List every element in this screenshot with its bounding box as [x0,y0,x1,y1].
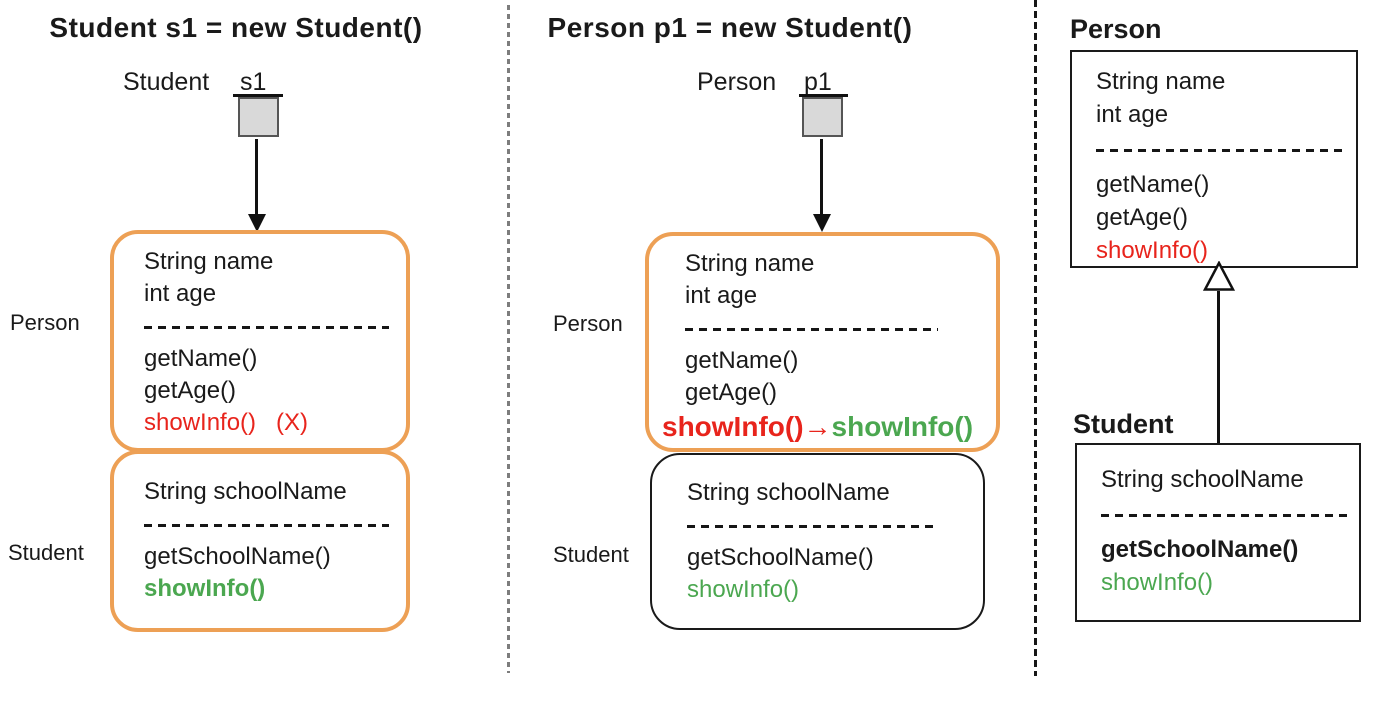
middle-reference-arrow-head-icon [813,214,831,232]
override-method: showInfo() [687,576,800,603]
left-ref-class-label: Student [123,68,210,96]
middle-student-class-box: String schoolName getSchoolName() showIn… [650,453,985,630]
middle-person-class-box: String name int age getName() getAge() s… [645,232,1000,452]
left-object-reference-square [238,97,279,137]
left-person-side-label: Person [10,310,80,335]
panel-separator-dashed [507,5,510,673]
left-ref-var-label: s1 [240,68,267,96]
middle-person-side-label: Person [553,311,623,336]
method: getName() [685,347,799,374]
method: getSchoolName() [687,544,874,571]
field: int age [144,280,217,307]
dispatch-arrow-icon: → [803,411,832,442]
method: getName() [144,345,258,372]
field: String name [685,250,815,277]
uml-student-heading: Student [1073,409,1174,439]
field: String schoolName [144,478,347,505]
member-divider-dashed [685,328,938,331]
field: String schoolName [1101,466,1304,493]
middle-ref-class-label: Person [697,68,777,96]
field: String schoolName [687,479,890,506]
uml-student-class-box: String schoolName getSchoolName() showIn… [1075,443,1361,622]
override-method: showInfo() [831,411,974,442]
left-reference-arrow-line [255,139,258,216]
method: getAge() [685,379,778,406]
member-divider-dashed [144,524,389,527]
overridden-method: showInfo() [1096,237,1209,264]
field: int age [685,282,758,309]
method: getAge() [144,377,237,404]
method: getSchoolName() [144,543,331,570]
dynamic-dispatch-line: showInfo()→showInfo() [662,409,996,445]
member-divider-dashed [144,326,389,329]
member-divider-dashed [687,525,937,528]
hidden-method: showInfo() (X) [144,407,406,439]
uml-person-class-box: String name int age getName() getAge() s… [1070,50,1358,268]
left-student-class-box: String schoolName getSchoolName() showIn… [110,450,410,632]
middle-ref-var-label: p1 [804,68,832,96]
member-divider-dashed [1096,149,1344,152]
left-panel-title: Student s1 = new Student() [49,12,423,43]
method: getSchoolName() [1101,536,1299,563]
method: getAge() [1096,204,1189,231]
middle-ref-underline [799,94,848,97]
method-note: (X) [276,409,309,436]
override-method: showInfo() [1101,569,1214,596]
override-method: showInfo() [144,575,266,602]
inheritance-line [1217,291,1220,444]
hidden-method: showInfo() [662,411,804,442]
field: String name [1096,68,1226,95]
method: getName() [1096,171,1210,198]
middle-object-reference-square [802,97,843,137]
middle-reference-arrow-line [820,139,823,216]
uml-person-heading: Person [1070,14,1162,44]
left-ref-underline [233,94,283,97]
member-divider-dashed [1101,514,1349,517]
left-reference-arrow-head-icon [248,214,266,232]
middle-panel-title: Person p1 = new Student() [547,12,913,43]
field: int age [1096,101,1169,128]
left-person-class-box: String name int age getName() getAge() s… [110,230,410,452]
field: String name [144,248,274,275]
left-student-side-label: Student [8,540,84,565]
inheritance-triangle-icon [1203,261,1235,291]
middle-student-side-label: Student [553,542,629,567]
panel-separator-dashed [1034,0,1037,676]
method-name: showInfo() [144,409,257,436]
